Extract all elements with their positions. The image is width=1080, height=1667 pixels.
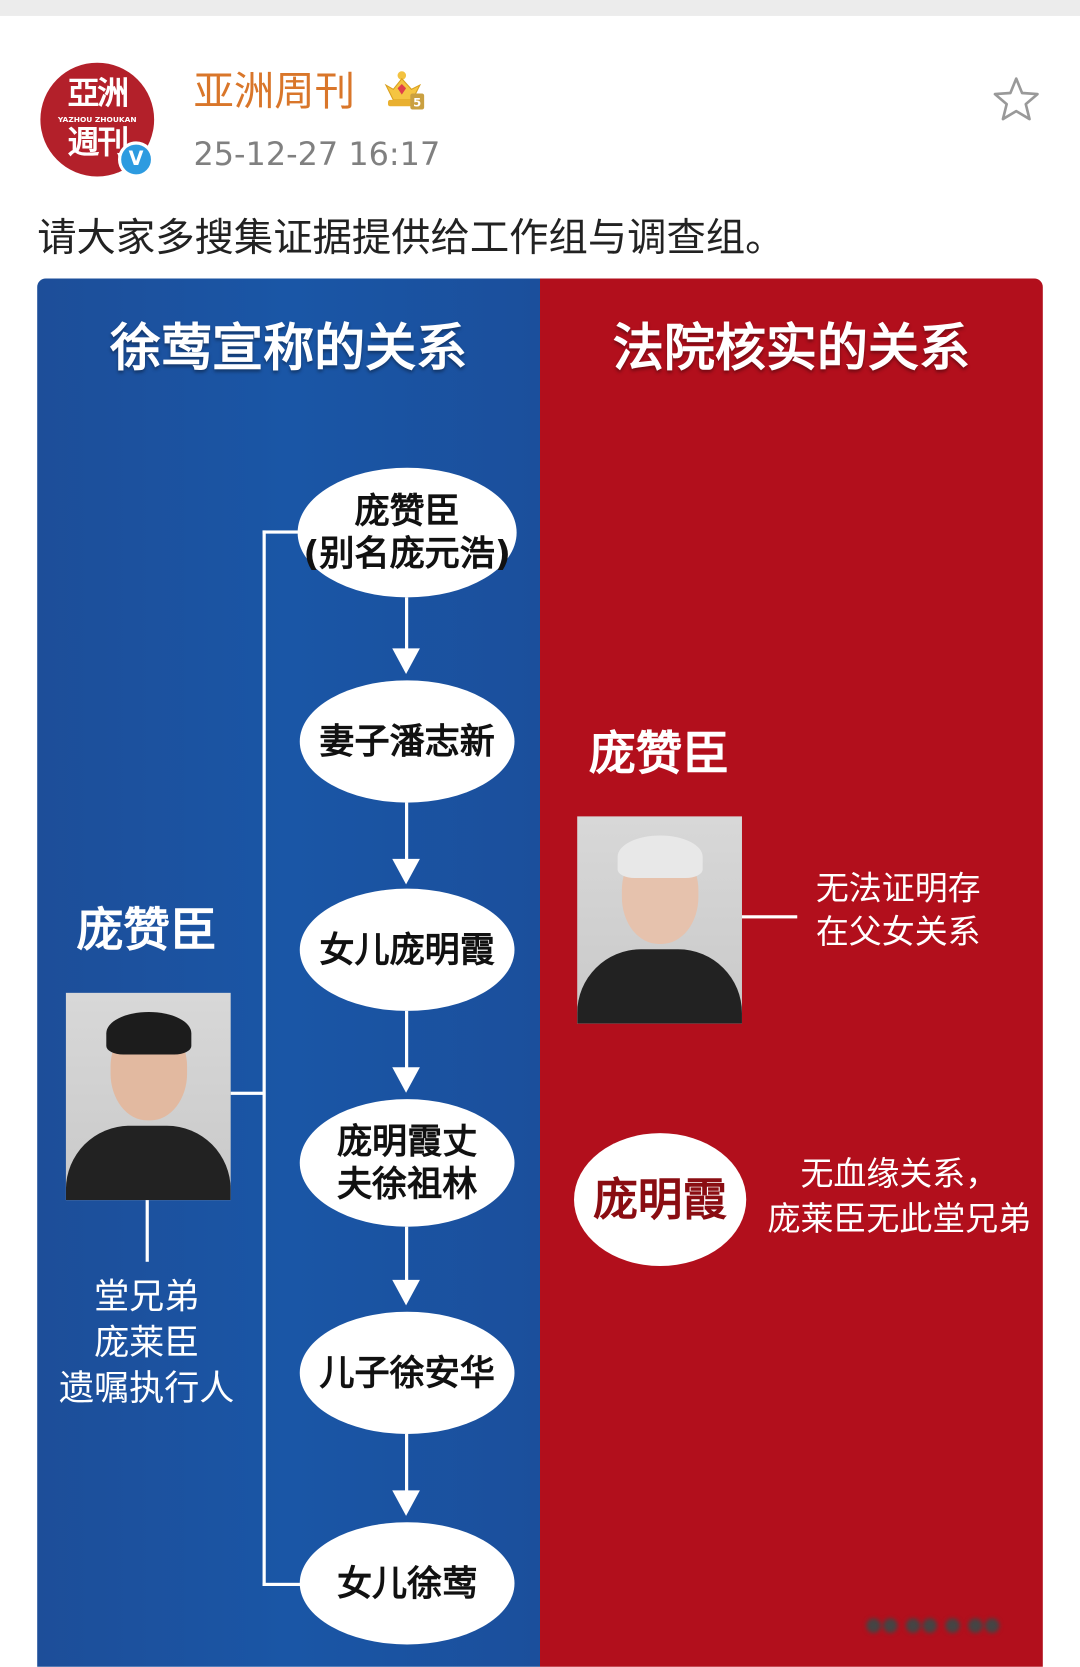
arrow-line — [405, 1433, 409, 1493]
chain-node-text: 庞明霞丈 — [336, 1120, 478, 1162]
arrow-line — [405, 1010, 409, 1070]
chain-node-text: 女儿徐莺 — [336, 1562, 478, 1604]
daughter-note: 无血缘关系， 庞莱臣无此堂兄弟 — [760, 1152, 1039, 1241]
note-line: 无法证明存 — [815, 869, 981, 908]
daughter-node: 庞明霞 — [574, 1133, 747, 1267]
arrow-line — [405, 802, 409, 862]
chain-node: 庞赞臣 (别名庞元浩) — [297, 467, 517, 598]
arrow-down-icon — [392, 1490, 420, 1516]
note-line: 在父女关系 — [815, 913, 981, 952]
right-person-name: 庞赞臣 — [588, 727, 730, 782]
author-name[interactable]: 亚洲周刊 — [193, 68, 356, 115]
note-line: 堂兄弟 — [94, 1275, 200, 1318]
chain-node: 庞明霞丈 夫徐祖林 — [299, 1099, 515, 1227]
post-timestamp: 25-12-27 16:17 — [193, 136, 441, 174]
chain-node: 妻子潘志新 — [299, 680, 515, 803]
note-line: 庞莱臣无此堂兄弟 — [767, 1200, 1032, 1239]
chain-node-text: 儿子徐安华 — [319, 1351, 495, 1394]
left-person-note: 堂兄弟 庞莱臣 遗嘱执行人 — [40, 1273, 253, 1410]
chain-node: 女儿庞明霞 — [299, 888, 515, 1011]
watermark: ●● ●● ● ●● — [865, 1613, 1001, 1636]
level-number: 5 — [413, 95, 421, 109]
crown-level-icon[interactable]: 5 — [383, 70, 426, 110]
left-panel-title: 徐莺宣称的关系 — [110, 318, 468, 379]
arrow-down-icon — [392, 1067, 420, 1093]
left-person-photo — [65, 992, 231, 1201]
star-favorite-icon[interactable] — [991, 74, 1042, 125]
bracket-line — [262, 530, 266, 1586]
chain-node-text: 庞赞臣 — [354, 490, 460, 532]
note-line: 无血缘关系， — [800, 1155, 999, 1194]
connector-line — [262, 530, 306, 534]
note-line: 遗嘱执行人 — [58, 1367, 235, 1409]
right-panel-title: 法院核实的关系 — [612, 318, 970, 379]
chain-node-text: 妻子潘志新 — [319, 720, 495, 762]
arrow-line — [405, 1226, 409, 1282]
right-person-photo — [577, 816, 742, 1024]
chain-node: 儿子徐安华 — [299, 1311, 515, 1434]
connector-line — [145, 1200, 149, 1262]
daughter-name: 庞明霞 — [593, 1173, 728, 1226]
connector-line — [262, 1582, 306, 1586]
arrow-down-icon — [392, 858, 420, 885]
chain-node-text: 女儿庞明霞 — [319, 928, 495, 970]
arrow-line — [405, 597, 409, 651]
chain-node-text: 夫徐祖林 — [336, 1162, 478, 1205]
avatar-logo-subtext: YAZHOU ZHOUKAN — [57, 115, 137, 125]
chain-node: 女儿徐莺 — [299, 1522, 515, 1645]
verified-v-icon: V — [117, 141, 155, 178]
avatar-logo-text: 亞洲 — [67, 75, 130, 113]
arrow-down-icon — [392, 1279, 420, 1306]
connector-line — [741, 915, 798, 919]
avatar[interactable]: 亞洲 YAZHOU ZHOUKAN 週刊 — [40, 62, 155, 177]
note-line: 庞莱臣 — [94, 1321, 200, 1363]
connector-line — [230, 1091, 265, 1095]
top-bar — [0, 0, 1080, 16]
right-person-note: 无法证明存 在父女关系 — [792, 867, 1005, 954]
arrow-down-icon — [392, 648, 420, 674]
post-text: 请大家多搜集证据提供给工作组与调查组。 — [37, 214, 785, 261]
left-person-name: 庞赞臣 — [76, 903, 217, 958]
chain-node-text: (别名庞元浩) — [303, 532, 511, 575]
